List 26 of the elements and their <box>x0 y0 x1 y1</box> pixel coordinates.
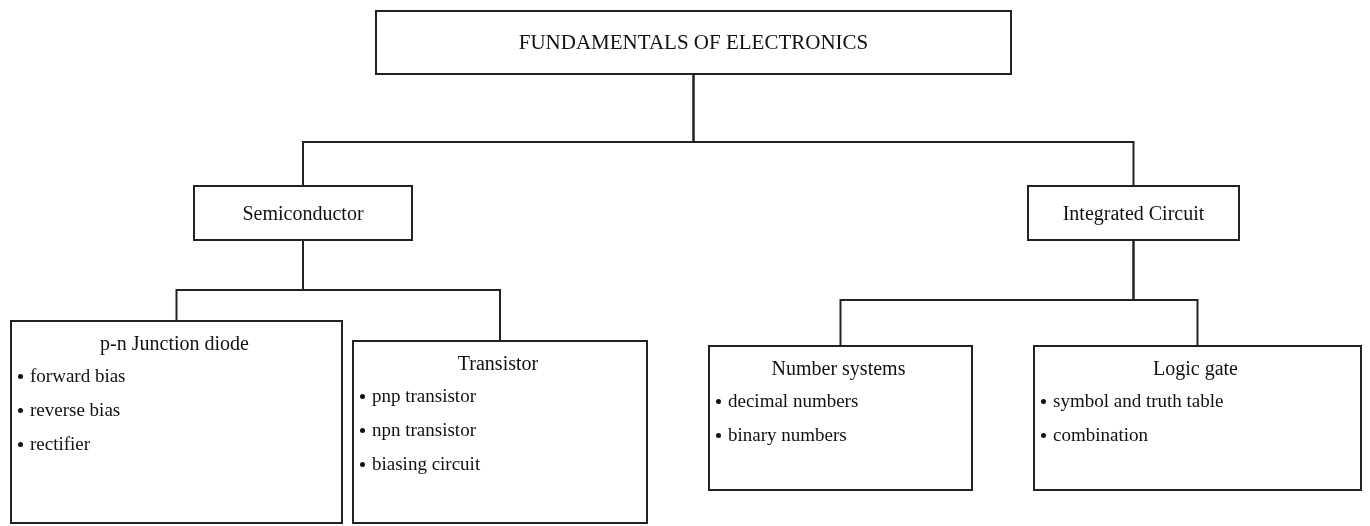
connector-line <box>1132 240 1199 346</box>
box-heading: FUNDAMENTALS OF ELECTRONICS <box>518 30 869 55</box>
topic-box <box>352 340 648 524</box>
heading-box <box>193 185 413 241</box>
box-heading: Logic gate <box>1153 357 1238 380</box>
box-heading: Transistor <box>457 352 539 375</box>
bullet-item: decimal numbers <box>716 390 859 412</box>
connector-line <box>692 74 1135 186</box>
bullet-item: forward bias <box>18 365 126 387</box>
bullet-item: binary numbers <box>716 424 847 446</box>
heading-box <box>1027 185 1240 241</box>
bullet-item: pnp transistor <box>360 385 476 407</box>
bullet-item: rectifier <box>18 433 91 455</box>
box-heading: Number systems <box>771 357 906 380</box>
bullet-item: biasing circuit <box>360 453 481 475</box>
box-heading: Semiconductor <box>242 201 364 225</box>
bullet-item: symbol and truth table <box>1041 390 1224 412</box>
box-heading: Integrated Circuit <box>1062 201 1205 225</box>
bullet-item: npn transistor <box>360 419 476 441</box>
bullet-item: reverse bias <box>18 399 121 421</box>
heading-box <box>375 10 1012 75</box>
topic-box <box>10 320 343 524</box>
topic-box <box>1033 345 1362 491</box>
box-heading: p-n Junction diode <box>100 332 249 355</box>
topic-box <box>708 345 973 491</box>
bullet-item: combination <box>1041 424 1148 446</box>
